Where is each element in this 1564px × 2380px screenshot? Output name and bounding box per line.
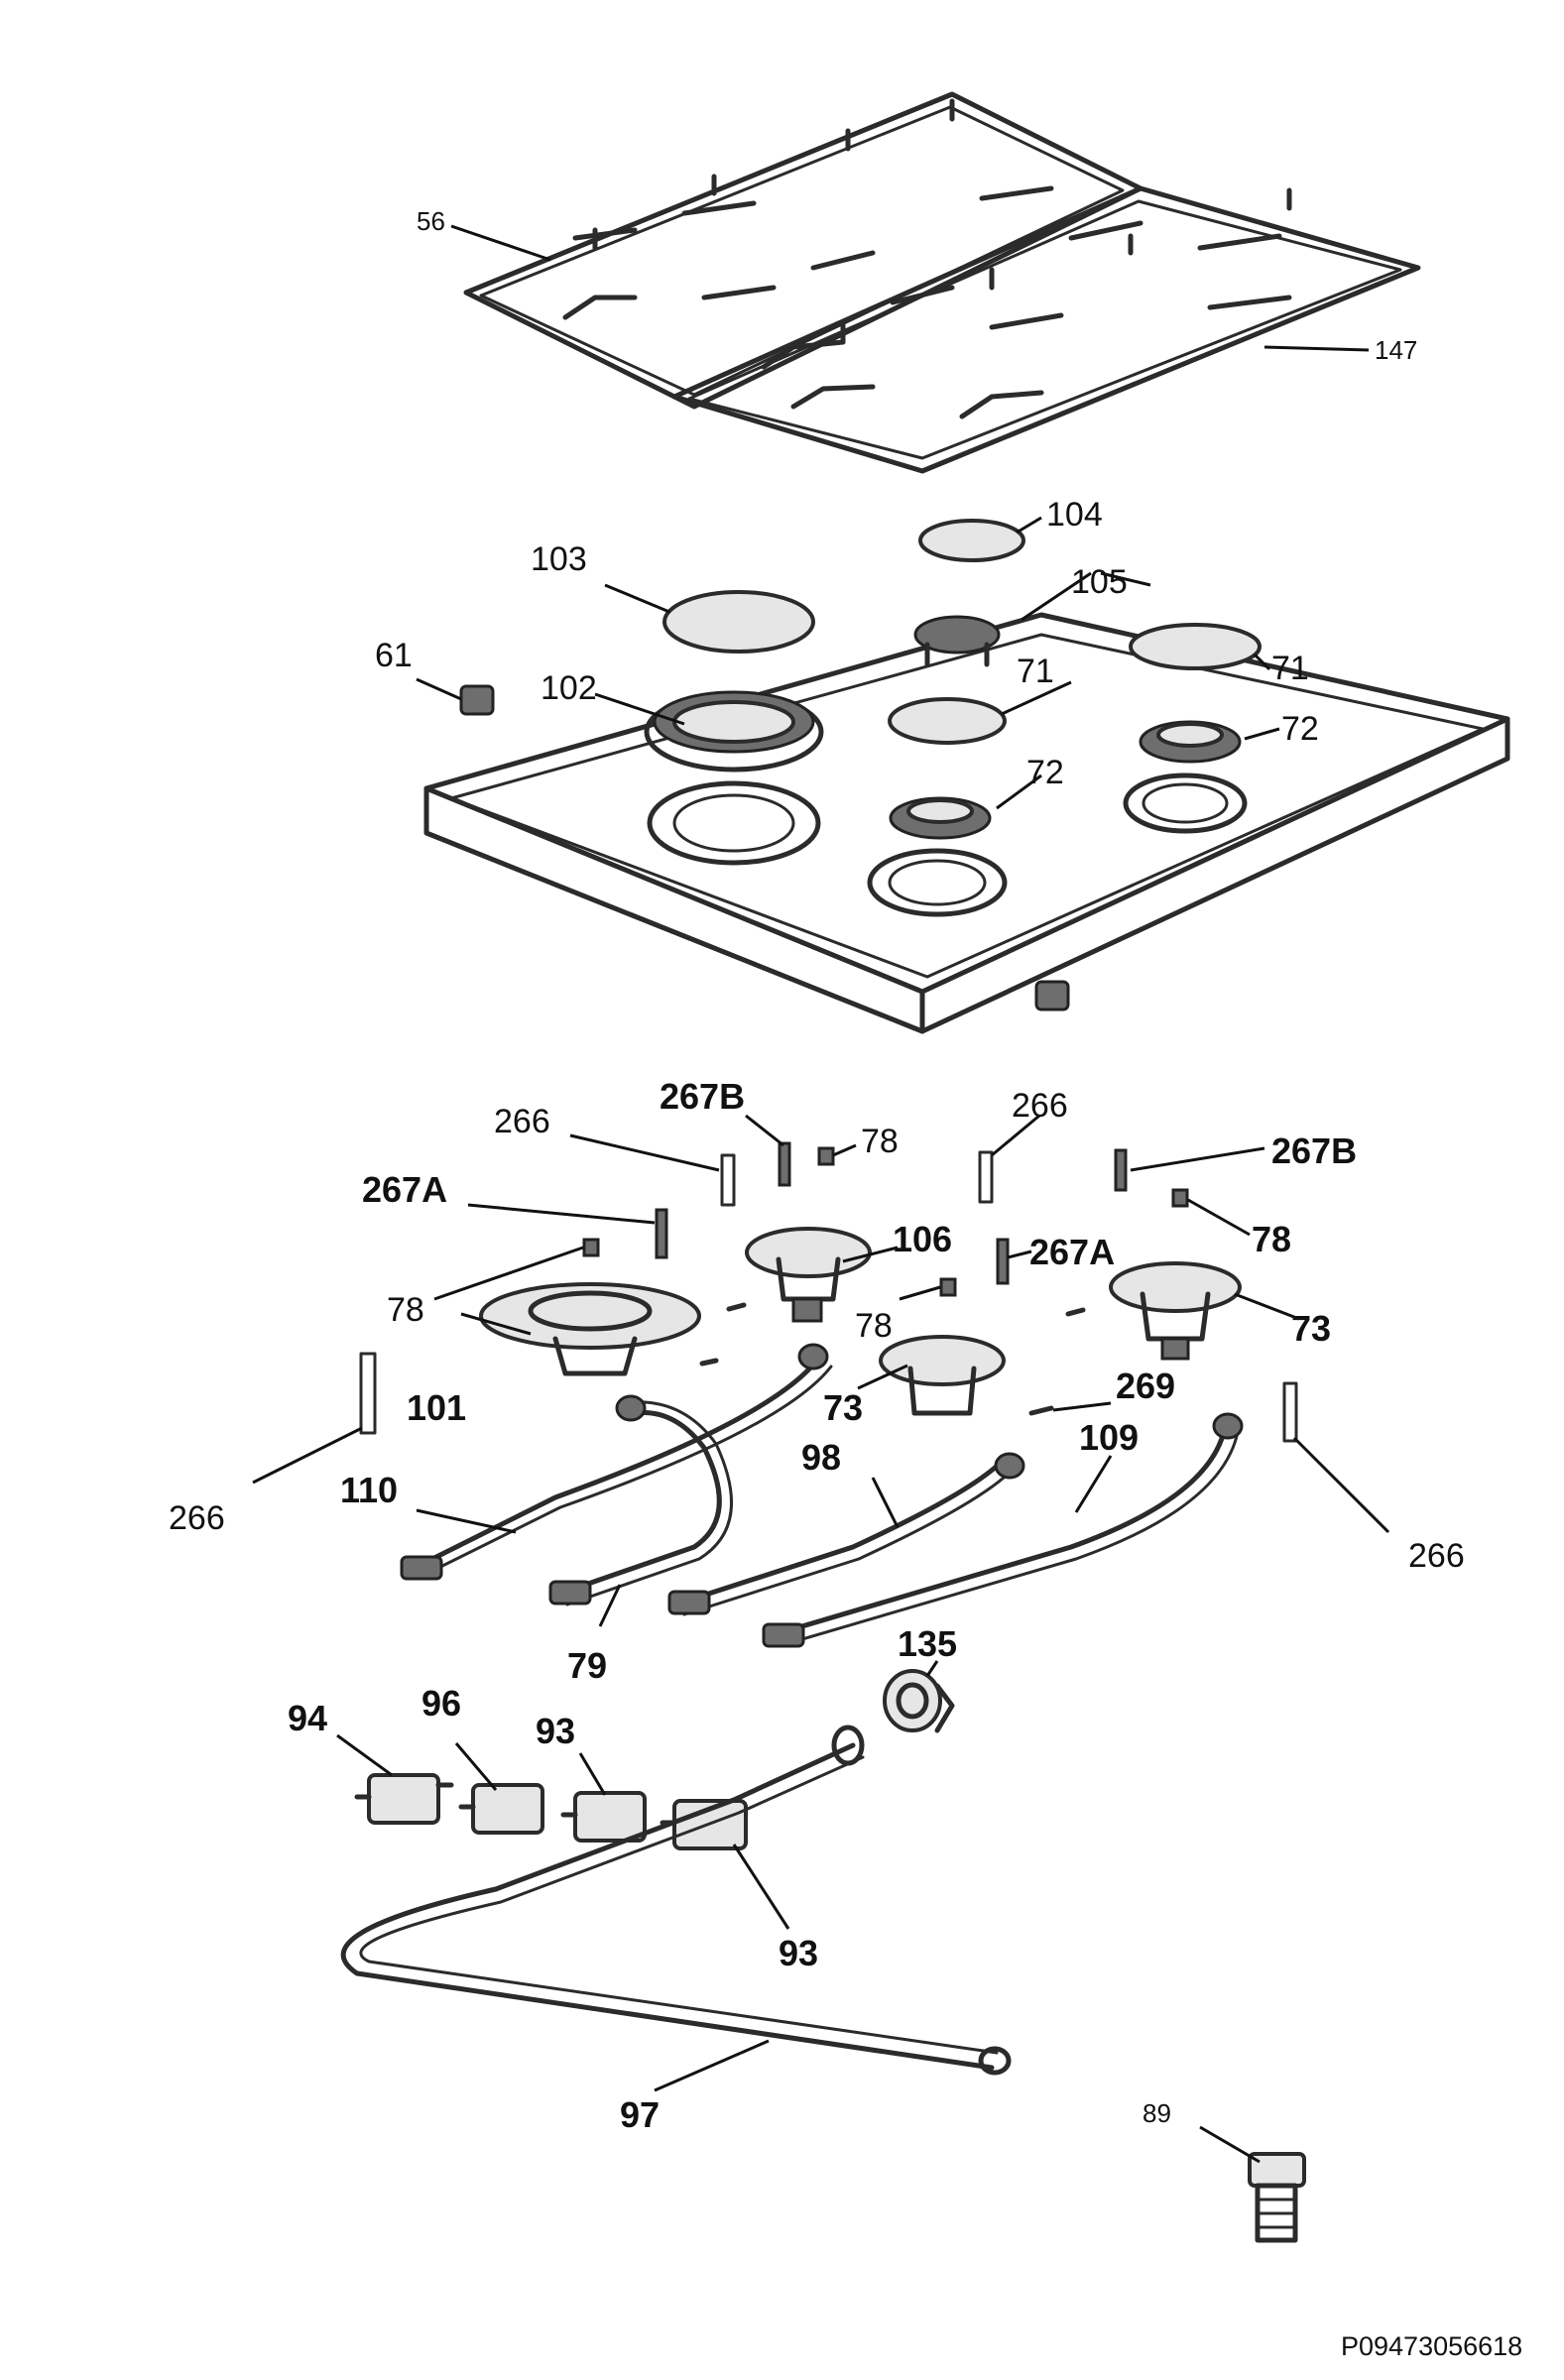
- callout-78-right: 78: [1252, 1219, 1291, 1259]
- callout-79: 79: [567, 1645, 607, 1686]
- callout-61: 61: [375, 637, 413, 674]
- callout-71-front: 71: [1017, 653, 1054, 690]
- burner-cap-104: [918, 519, 1025, 562]
- callout-266-right: 266: [1408, 1537, 1465, 1575]
- hob-top-plate: [423, 612, 1510, 1034]
- callout-89: 89: [1143, 2098, 1171, 2128]
- callout-267b-left: 267B: [660, 1076, 745, 1117]
- callout-147: 147: [1375, 335, 1417, 365]
- burner-cap-71-right: [1129, 623, 1262, 670]
- pan-support-right: [671, 185, 1421, 474]
- gas-pipe-110: [400, 1343, 833, 1581]
- callout-110: 110: [340, 1470, 398, 1510]
- callout-73-right: 73: [1291, 1308, 1331, 1349]
- callout-93-centre: 93: [536, 1711, 575, 1751]
- gas-pipe-79: [548, 1394, 734, 1606]
- callout-93-right: 93: [779, 1933, 818, 1973]
- callout-72-centre: 72: [1026, 754, 1064, 791]
- callout-269: 269: [1116, 1366, 1175, 1406]
- gas-connector-89: [1248, 2152, 1306, 2243]
- callout-96: 96: [421, 1683, 461, 1724]
- burner-body-106: [745, 1227, 872, 1323]
- callout-94: 94: [288, 1698, 327, 1738]
- callout-78-top: 78: [861, 1123, 899, 1160]
- burner-body-73-right: [1109, 1261, 1242, 1361]
- callout-56: 56: [417, 206, 445, 236]
- injector-78: [582, 1146, 1189, 1297]
- callout-73-centre: 73: [823, 1387, 863, 1428]
- callout-71-right: 71: [1271, 650, 1309, 687]
- callout-97: 97: [620, 2094, 660, 2135]
- screw-269: [699, 1302, 1086, 1416]
- gas-pipe-98: [667, 1452, 1025, 1616]
- burner-head-105: [913, 615, 1001, 667]
- callout-267a-left: 267A: [362, 1169, 447, 1210]
- callout-109: 109: [1079, 1417, 1139, 1458]
- drawing-code: P09473056618: [1341, 2331, 1522, 2361]
- gas-manifold-97: [340, 1725, 1012, 2076]
- burner-body-101: [479, 1282, 701, 1376]
- callout-78-left: 78: [387, 1291, 424, 1329]
- callout-266-upper-right: 266: [1012, 1087, 1068, 1125]
- callout-106: 106: [893, 1219, 952, 1259]
- callout-103: 103: [531, 540, 587, 578]
- fixing-clip-61: [459, 684, 1070, 1012]
- pipe-elbow-135: [883, 1669, 955, 1733]
- burner-cap-71-front: [888, 697, 1007, 745]
- leader-lines: [252, 224, 1390, 2164]
- callout-102: 102: [541, 669, 597, 707]
- gas-tap-96: [458, 1783, 544, 1835]
- callout-267b-right: 267B: [1271, 1130, 1357, 1171]
- gas-pipe-109: [762, 1412, 1244, 1648]
- callout-78-centre: 78: [855, 1307, 893, 1345]
- callout-266-upper-left: 266: [494, 1103, 550, 1140]
- thermocouple-266: [359, 1150, 1298, 1443]
- callout-105: 105: [1071, 563, 1128, 601]
- electrode-267: [655, 1141, 1128, 1285]
- callout-266-left: 266: [169, 1499, 225, 1537]
- callout-101: 101: [407, 1387, 466, 1428]
- callout-267a-right: 267A: [1029, 1232, 1115, 1272]
- callout-135: 135: [898, 1623, 957, 1664]
- callout-98: 98: [801, 1437, 841, 1478]
- callout-104: 104: [1046, 496, 1103, 534]
- burner-head-72-centre: [889, 796, 992, 840]
- burner-crown-102: [644, 690, 824, 773]
- burner-head-72-right: [1139, 720, 1242, 764]
- gas-tap-93-centre: [560, 1791, 647, 1843]
- burner-cap-103: [662, 590, 815, 654]
- callout-labels: 56 147 104 103 105 61 102 71 71 72 72 26…: [169, 206, 1522, 2361]
- burner-body-73-centre: [879, 1335, 1006, 1416]
- gas-tap-94: [354, 1773, 454, 1825]
- pan-support-left: [463, 91, 1143, 410]
- callout-72-right: 72: [1281, 710, 1319, 748]
